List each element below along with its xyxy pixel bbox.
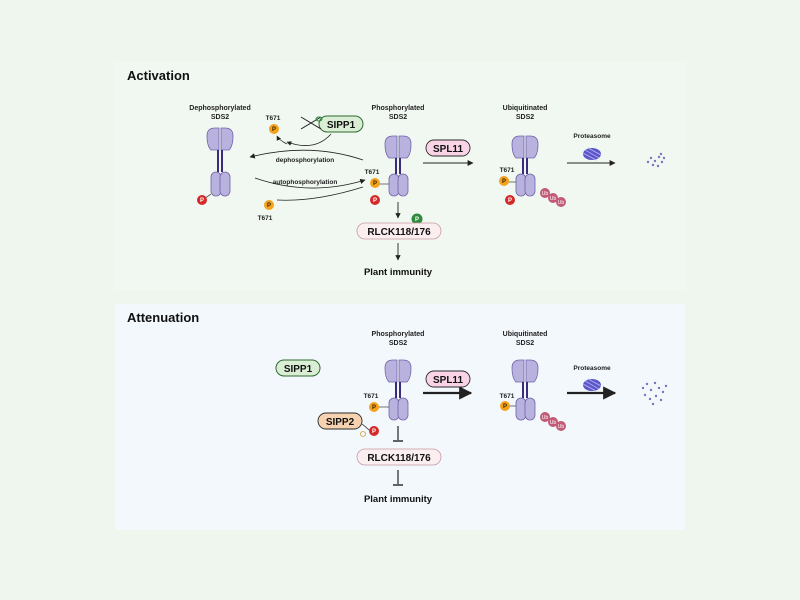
dephos-sds2-label-2: SDS2 bbox=[211, 114, 229, 121]
p-symbol: P bbox=[373, 198, 377, 204]
ubiq-sds2-label-1: Ubiquitinated bbox=[503, 105, 548, 112]
t671-ubiq-label: T671 bbox=[500, 393, 515, 400]
t671-phos-label: T671 bbox=[365, 169, 380, 176]
phospho-orange-icon bbox=[499, 176, 509, 186]
activation-diagram: Dephosphorylated SDS2 P T671 P SIPP1 bbox=[189, 105, 666, 278]
dephos-sds2-label-1: Dephosphorylated bbox=[189, 105, 250, 112]
spl11-label: SPL11 bbox=[433, 375, 463, 386]
spl11-pill: SPL11 bbox=[425, 139, 471, 157]
t671-phos-label: T671 bbox=[364, 393, 379, 400]
phos-sds2-label-1: Phosphorylated bbox=[372, 105, 425, 112]
t671-top-label: T671 bbox=[266, 115, 281, 122]
proteasome-icon bbox=[582, 147, 602, 161]
phospho-orange-icon bbox=[264, 200, 274, 210]
ubiquitin-icon bbox=[556, 197, 566, 207]
ubiq-sds2-label-1: Ubiquitinated bbox=[503, 331, 548, 338]
phos-receptor: P P bbox=[369, 359, 412, 436]
autophosphorylation-label: autophosphorylation bbox=[273, 179, 338, 186]
scissors-ring-icon bbox=[360, 431, 366, 437]
phospho-green-icon bbox=[411, 213, 423, 225]
ub-symbol: Ub bbox=[558, 424, 565, 430]
attenuation-diagram: SIPP1 Phosphorylated SDS2 P P T671 SIPP2 bbox=[275, 331, 668, 505]
sipp2-pill: SIPP2 bbox=[317, 412, 363, 430]
ubiquitin-icon bbox=[540, 412, 550, 422]
phospho-orange-icon bbox=[500, 401, 510, 411]
ub-symbol: Ub bbox=[550, 420, 557, 426]
ubiquitin-icon bbox=[548, 193, 558, 203]
phos-receptor: P P bbox=[370, 135, 412, 205]
sipp1-pill: SIPP1 bbox=[318, 115, 364, 133]
rlck-pill: RLCK118/176 bbox=[356, 222, 442, 240]
plant-immunity-label: Plant immunity bbox=[364, 267, 433, 278]
phospho-orange-icon bbox=[269, 124, 279, 134]
dephosphorylation-label: dephosphorylation bbox=[276, 157, 335, 164]
ub-symbol: Ub bbox=[550, 196, 557, 202]
phospho-red-icon bbox=[369, 426, 379, 436]
spl11-pill: SPL11 bbox=[425, 370, 471, 388]
ubiquitin-icon bbox=[556, 421, 566, 431]
ubiquitin-icon bbox=[540, 188, 550, 198]
phos-sds2-label-2: SDS2 bbox=[389, 114, 407, 121]
sipp1-label: SIPP1 bbox=[327, 120, 356, 131]
ubiq-sds2-label-2: SDS2 bbox=[516, 340, 534, 347]
ubiq-receptor: P P Ub Ub Ub bbox=[499, 135, 566, 207]
p-symbol: P bbox=[508, 198, 512, 204]
scissors-icon bbox=[300, 116, 323, 130]
dephos-receptor: P bbox=[197, 127, 234, 205]
proteasome-icon bbox=[582, 378, 602, 392]
ub-symbol: Ub bbox=[542, 191, 549, 197]
activation-title: Activation bbox=[127, 68, 190, 83]
spl11-label: SPL11 bbox=[433, 144, 463, 155]
degraded-fragments-icon bbox=[646, 152, 666, 168]
p-symbol: P bbox=[503, 404, 507, 410]
ub-symbol: Ub bbox=[558, 200, 565, 206]
p-symbol: P bbox=[200, 198, 204, 204]
t671-ubiq-label: T671 bbox=[500, 167, 515, 174]
degraded-fragments-icon bbox=[641, 381, 668, 406]
p-symbol: P bbox=[502, 179, 506, 185]
phospho-red-icon bbox=[370, 195, 380, 205]
rlck-pill: RLCK118/176 bbox=[356, 448, 442, 466]
phospho-orange-icon bbox=[370, 178, 380, 188]
attenuation-title: Attenuation bbox=[127, 310, 200, 325]
sipp2-label: SIPP2 bbox=[326, 417, 355, 428]
ubiq-receptor: P Ub Ub Ub bbox=[500, 359, 566, 431]
p-symbol: P bbox=[267, 203, 271, 209]
p-symbol: P bbox=[372, 405, 376, 411]
t671-bottom-label: T671 bbox=[258, 215, 273, 222]
p-symbol: P bbox=[372, 429, 376, 435]
rlck-label: RLCK118/176 bbox=[367, 227, 431, 238]
phos-sds2-label-1: Phosphorylated bbox=[372, 331, 425, 338]
ubiquitin-icon bbox=[548, 417, 558, 427]
activation-panel: Activation Dephosphorylated SDS2 P T671 … bbox=[115, 62, 685, 290]
sipp1-label: SIPP1 bbox=[284, 364, 313, 375]
rlck-label: RLCK118/176 bbox=[367, 453, 431, 464]
proteasome-label: Proteasome bbox=[573, 133, 611, 140]
proteasome-label: Proteasome bbox=[573, 365, 611, 372]
phospho-orange-icon bbox=[369, 402, 379, 412]
phospho-red-icon bbox=[505, 195, 515, 205]
sipp1-pill-standalone: SIPP1 bbox=[275, 359, 321, 377]
p-symbol: P bbox=[272, 127, 276, 133]
ub-symbol: Ub bbox=[542, 415, 549, 421]
p-symbol: P bbox=[415, 217, 419, 223]
ubiq-sds2-label-2: SDS2 bbox=[516, 114, 534, 121]
attenuation-panel: Attenuation SIPP1 Phosphorylated SDS2 P bbox=[115, 304, 685, 530]
phos-sds2-label-2: SDS2 bbox=[389, 340, 407, 347]
phospho-red-icon bbox=[197, 195, 207, 205]
p-symbol: P bbox=[373, 181, 377, 187]
plant-immunity-label: Plant immunity bbox=[364, 494, 433, 505]
